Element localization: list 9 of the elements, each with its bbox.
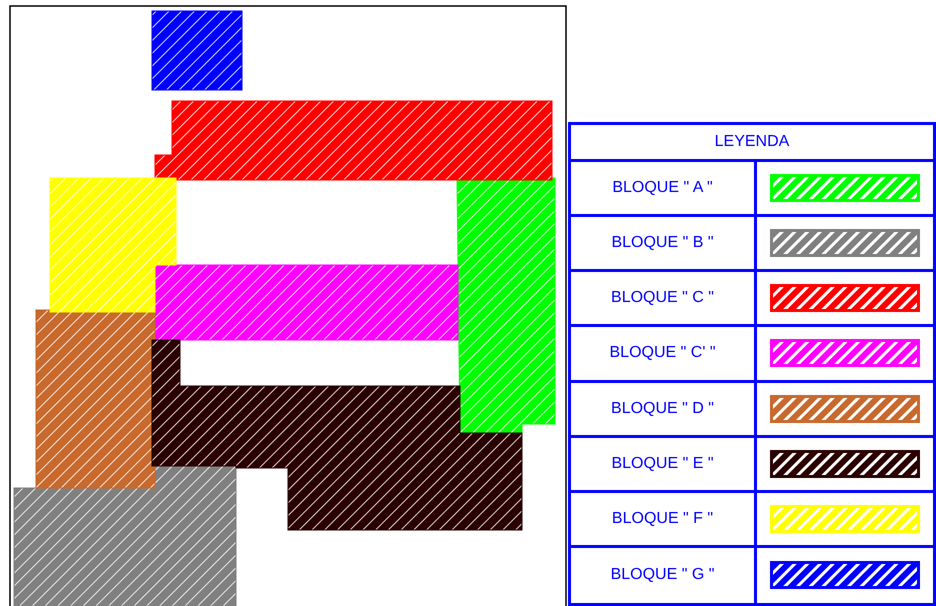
legend-label: BLOQUE " D ": [611, 400, 714, 418]
legend-label: BLOQUE " C' ": [610, 344, 716, 362]
legend-label: BLOQUE " F ": [612, 510, 714, 528]
legend-label: BLOQUE " E ": [611, 454, 714, 473]
legend-label: BLOQUE " C ": [611, 289, 714, 308]
legend-label: BLOQUE " B ": [611, 234, 714, 252]
legend-label: BLOQUE " G ": [610, 566, 714, 584]
legend-label: BLOQUE " A ": [612, 179, 713, 198]
legend-title: LEYENDA: [714, 133, 790, 151]
